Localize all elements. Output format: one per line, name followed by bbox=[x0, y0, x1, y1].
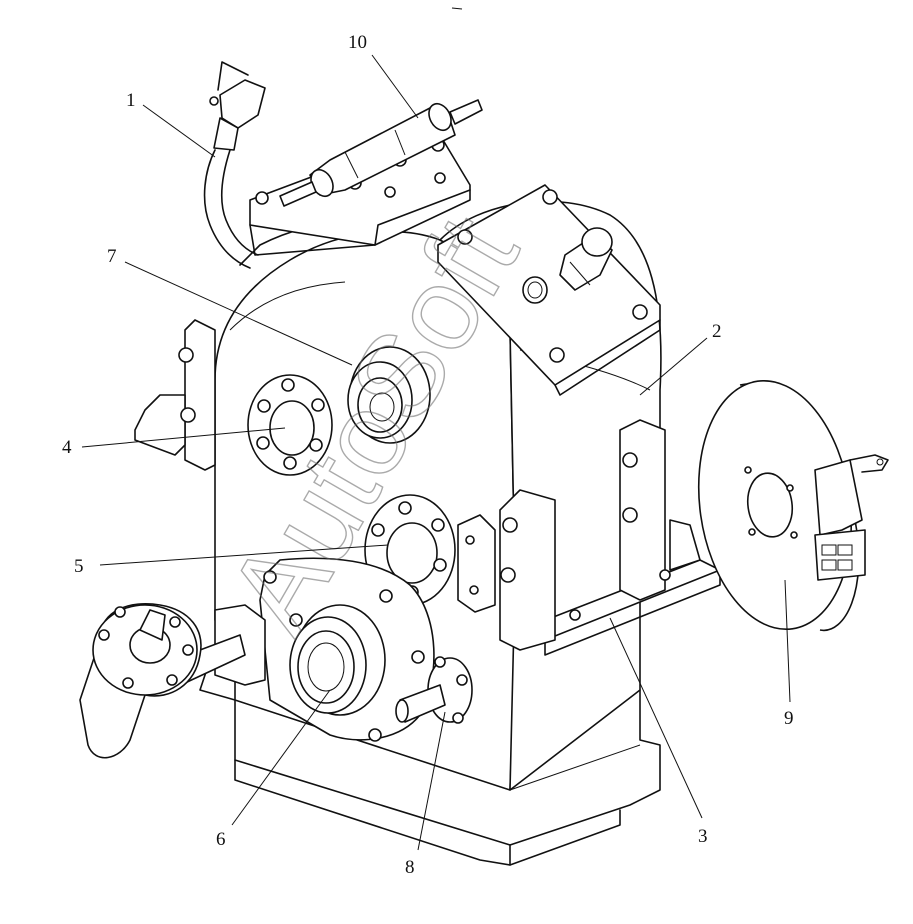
left-bracket bbox=[134, 319, 216, 471]
leader-3 bbox=[609, 617, 703, 819]
leader-5 bbox=[99, 544, 389, 566]
callout-9: 9 bbox=[784, 708, 794, 729]
callout-5: 5 bbox=[74, 556, 84, 577]
callout-10: 10 bbox=[348, 32, 367, 53]
leader-4 bbox=[81, 427, 286, 448]
filter-assembly bbox=[79, 603, 266, 759]
mounting-bracket bbox=[499, 419, 721, 656]
callout-6: 6 bbox=[216, 829, 226, 850]
leader-6 bbox=[231, 689, 331, 826]
callout-8: 8 bbox=[405, 857, 415, 878]
leader-10 bbox=[371, 54, 419, 119]
side-cover bbox=[437, 184, 661, 396]
callout-4: 4 bbox=[62, 437, 72, 458]
leader-8 bbox=[417, 711, 446, 851]
callout-7: 7 bbox=[107, 246, 117, 267]
flange-4 bbox=[247, 374, 333, 476]
leader-lines bbox=[81, 54, 791, 851]
leader-1 bbox=[142, 104, 216, 158]
leader-7 bbox=[124, 261, 353, 366]
leader-2 bbox=[639, 337, 708, 396]
coupling-7 bbox=[347, 346, 431, 444]
callout-3: 3 bbox=[698, 826, 708, 847]
shaft-8 bbox=[395, 656, 473, 724]
callout-2: 2 bbox=[712, 321, 722, 342]
top-mark bbox=[451, 7, 463, 10]
pipe-assembly bbox=[203, 61, 266, 269]
callout-labels: 1 2 3 4 5 6 7 8 9 10 bbox=[62, 32, 794, 878]
leader-9 bbox=[784, 579, 791, 703]
flange-6 bbox=[259, 557, 435, 742]
disc-9 bbox=[697, 379, 889, 632]
callout-1: 1 bbox=[126, 90, 136, 111]
hydraulic-cylinder bbox=[279, 99, 483, 207]
side-plate bbox=[457, 514, 496, 613]
